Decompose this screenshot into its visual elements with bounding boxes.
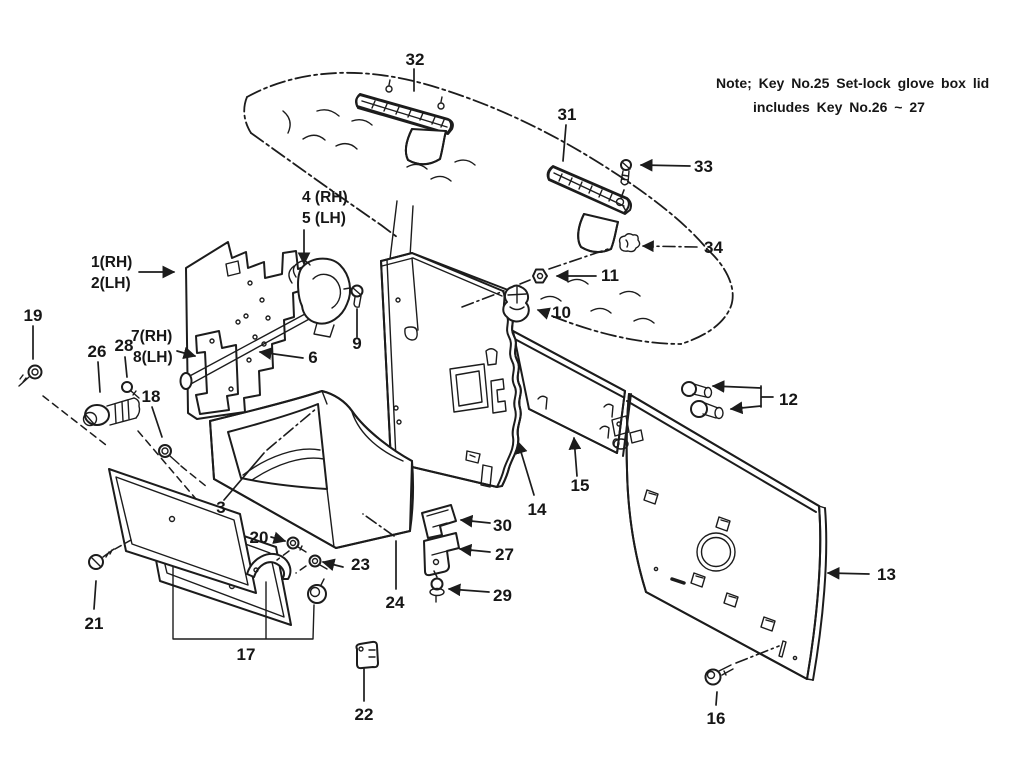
bumper-22 bbox=[355, 640, 379, 670]
mounting-axis bbox=[461, 247, 612, 308]
grille-screw-icon bbox=[385, 79, 445, 110]
note-line-2: includes Key No.26 ~ 27 bbox=[753, 99, 925, 115]
callout-24: 24 bbox=[386, 593, 405, 612]
grommet-10 bbox=[502, 284, 530, 323]
leader-20 bbox=[270, 531, 287, 544]
leader-lines bbox=[32, 68, 870, 706]
panel-13-holes bbox=[643, 489, 798, 661]
check-arm-17 bbox=[246, 553, 292, 580]
striker-plate-30 bbox=[421, 504, 457, 539]
callout-3: 3 bbox=[216, 498, 225, 517]
clip-12-pair bbox=[681, 381, 724, 420]
leader-27 bbox=[458, 543, 491, 557]
callout-17: 17 bbox=[237, 645, 256, 664]
screw-21 bbox=[88, 548, 115, 570]
callout-23: 23 bbox=[351, 555, 370, 574]
screw-18 bbox=[158, 444, 180, 465]
callout-30: 30 bbox=[493, 516, 512, 535]
leader-28 bbox=[124, 356, 128, 378]
screw-19 bbox=[18, 364, 43, 387]
leader-3 bbox=[223, 452, 265, 501]
leader-21 bbox=[93, 580, 97, 610]
callout-12: 12 bbox=[779, 390, 798, 409]
leader-10 bbox=[536, 307, 551, 320]
callout-21: 21 bbox=[85, 614, 104, 633]
bracket-27 bbox=[423, 532, 460, 577]
leader-30 bbox=[459, 514, 491, 528]
leader-7-8 bbox=[176, 346, 197, 360]
knob-17 bbox=[307, 578, 327, 604]
leader-34 bbox=[641, 240, 698, 253]
callout-34: 34 bbox=[704, 238, 723, 257]
callout-15: 15 bbox=[571, 476, 590, 495]
screw-29 bbox=[429, 570, 445, 603]
callout-20: 20 bbox=[250, 528, 269, 547]
leader-16 bbox=[715, 691, 718, 706]
leader-12 bbox=[711, 380, 774, 415]
stay-panel-15 bbox=[510, 330, 632, 457]
callout-14: 14 bbox=[528, 500, 547, 519]
leader-23 bbox=[321, 558, 344, 571]
leader-31 bbox=[562, 124, 567, 162]
callout-19: 19 bbox=[24, 306, 43, 325]
glove-box-24 bbox=[209, 390, 415, 549]
panel-surface-texture bbox=[282, 109, 655, 324]
lid-lock-4-5 bbox=[288, 257, 352, 338]
callout-7: 7(RH) bbox=[131, 328, 172, 345]
screw-9 bbox=[343, 284, 364, 308]
callout-16: 16 bbox=[707, 709, 726, 728]
leader-14 bbox=[515, 440, 535, 496]
defroster-grille-32 bbox=[355, 79, 454, 166]
callout-1: 1(RH) bbox=[91, 254, 132, 271]
nut-11 bbox=[532, 268, 548, 284]
callout-8: 8(LH) bbox=[133, 349, 173, 366]
callout-13: 13 bbox=[877, 565, 896, 584]
leader-18 bbox=[151, 406, 163, 438]
callout-31: 31 bbox=[558, 105, 577, 124]
callout-22: 22 bbox=[355, 705, 374, 724]
leader-13 bbox=[826, 566, 870, 580]
hinge-bracket-7-8 bbox=[195, 330, 239, 415]
leader-26 bbox=[97, 361, 101, 393]
dash-side-panel-14 bbox=[380, 252, 522, 488]
callout-4: 4 (RH) bbox=[302, 189, 348, 206]
leader-33 bbox=[639, 158, 691, 172]
callout-labels: 32 31 33 34 4 (RH) 5 (LH) 1(RH) 2(LH) 11… bbox=[24, 50, 896, 728]
callout-5: 5 (LH) bbox=[302, 210, 346, 227]
note-block: Note; Key No.25 Set-lock glove box lid i… bbox=[716, 75, 989, 115]
leader-15 bbox=[568, 436, 582, 477]
lock-cylinder-26 bbox=[82, 397, 141, 427]
clip-34 bbox=[618, 233, 641, 253]
screw-33 bbox=[620, 159, 632, 199]
assembly-guide-lines bbox=[42, 395, 395, 574]
screw-28 bbox=[121, 381, 140, 399]
callout-26: 26 bbox=[88, 342, 107, 361]
callout-29: 29 bbox=[493, 586, 512, 605]
leader-29 bbox=[447, 583, 490, 597]
callout-11: 11 bbox=[601, 266, 619, 285]
screw-20 bbox=[286, 536, 307, 553]
callout-9: 9 bbox=[352, 334, 361, 353]
defroster-grille-31 bbox=[546, 165, 632, 253]
callout-6: 6 bbox=[308, 348, 317, 367]
screw-16 bbox=[704, 645, 780, 686]
callout-10: 10 bbox=[552, 303, 571, 322]
callout-28: 28 bbox=[115, 336, 134, 355]
leader-6 bbox=[258, 347, 304, 360]
callout-32: 32 bbox=[406, 50, 425, 69]
callout-27: 27 bbox=[495, 545, 514, 564]
lower-finisher-panel-13 bbox=[625, 393, 828, 681]
callout-33: 33 bbox=[694, 157, 713, 176]
callout-18: 18 bbox=[142, 387, 161, 406]
hinge-bracket-pins bbox=[611, 415, 644, 450]
instrument-panel-phantom bbox=[243, 71, 734, 345]
callout-2: 2(LH) bbox=[91, 275, 131, 292]
note-line-1: Note; Key No.25 Set-lock glove box lid bbox=[716, 75, 989, 91]
bracket-17-lines bbox=[172, 566, 315, 640]
